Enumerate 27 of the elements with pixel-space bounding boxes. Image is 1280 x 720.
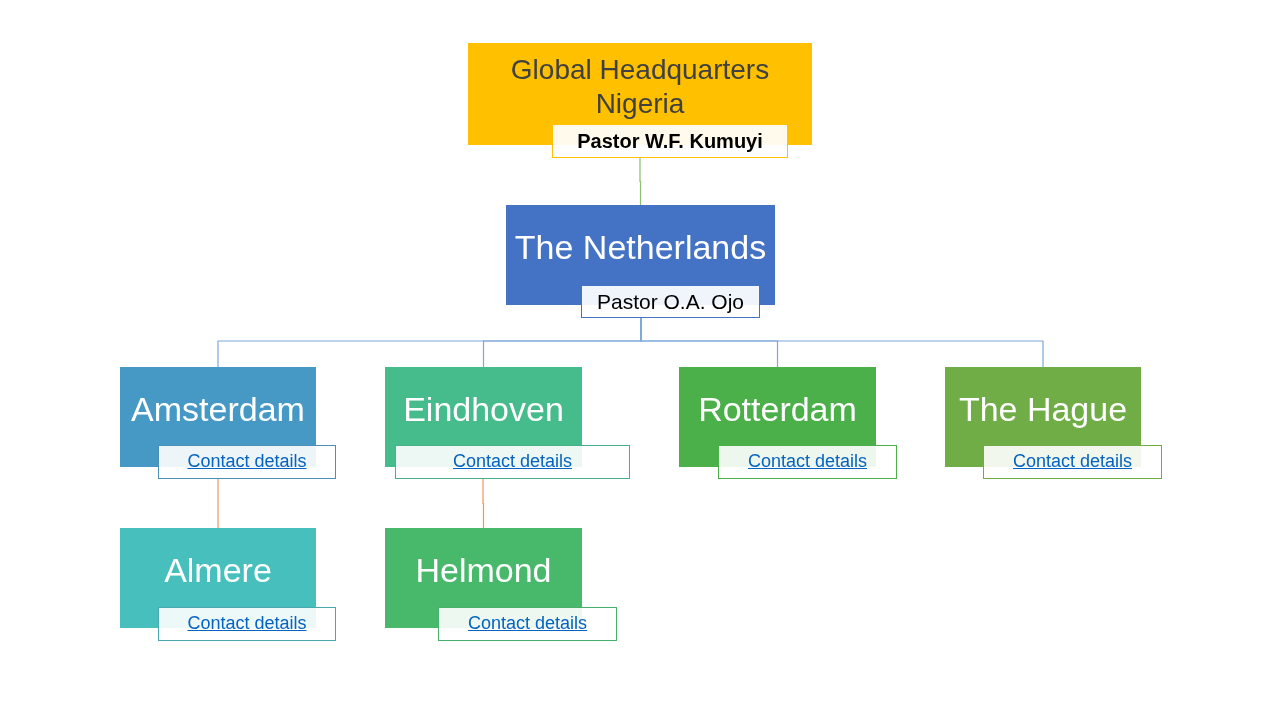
city-name: The Hague <box>958 390 1128 430</box>
city-name: Helmond <box>415 551 552 591</box>
contact-box <box>158 445 336 479</box>
contact-link: Contact details <box>452 451 573 473</box>
city-name: Almere <box>164 551 272 591</box>
city-name: Rotterdam <box>698 390 857 430</box>
contact-box <box>158 607 336 641</box>
pastor-name: Pastor W.F. Kumuyi <box>577 129 763 153</box>
contact-box <box>718 445 897 479</box>
contact-link: Contact details <box>747 451 868 473</box>
contact-link: Contact details <box>187 613 307 635</box>
pastor-name: Pastor O.A. Ojo <box>596 288 745 315</box>
contact-box <box>438 607 617 641</box>
contact-link: Contact details <box>467 613 588 635</box>
name-tag <box>581 285 760 318</box>
city-name: Eindhoven <box>403 390 564 430</box>
unit-name: The Netherlands <box>514 228 767 268</box>
contact-box <box>983 445 1162 479</box>
name-tag <box>552 124 788 158</box>
unit-name: Global Headquarters Nigeria <box>509 52 771 121</box>
connector-line <box>639 157 642 206</box>
city-name: Amsterdam <box>131 390 305 430</box>
contact-link: Contact details <box>1012 451 1133 473</box>
connector-line <box>217 478 219 529</box>
connector-line <box>482 478 485 529</box>
contact-box <box>395 445 630 479</box>
contact-link: Contact details <box>187 451 307 473</box>
